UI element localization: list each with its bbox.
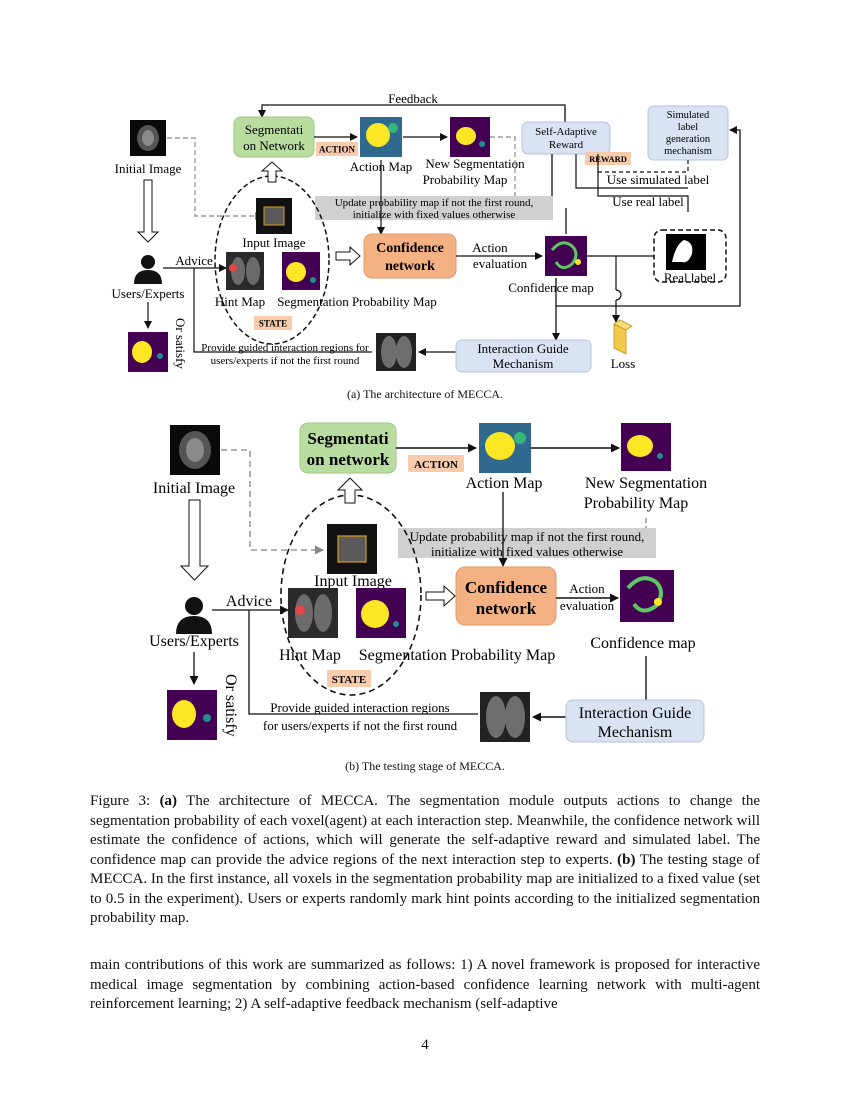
- svg-text:Confidence map: Confidence map: [508, 280, 594, 295]
- svg-text:Segmentati: Segmentati: [307, 429, 388, 448]
- feedback-label: Feedback: [388, 91, 438, 106]
- svg-text:New Segmentation: New Segmentation: [585, 475, 707, 492]
- svg-text:STATE: STATE: [259, 319, 287, 329]
- svg-text:STATE: STATE: [332, 674, 366, 686]
- svg-text:Use real label: Use real label: [612, 194, 684, 209]
- svg-text:Action: Action: [569, 581, 605, 596]
- action-tag: [316, 142, 358, 156]
- svg-text:Or satisfy: Or satisfy: [173, 318, 188, 369]
- svg-text:initialize with fixed values o: initialize with fixed values otherwise: [353, 209, 516, 221]
- hollow-down-arrow-b: [179, 499, 210, 581]
- self-adaptive-reward-box: [521, 121, 611, 155]
- svg-text:Advice: Advice: [226, 593, 272, 610]
- hollow-right-arrow-b: [425, 584, 456, 608]
- svg-text:REWARD: REWARD: [589, 154, 627, 164]
- svg-text:Probability Map: Probability Map: [423, 172, 508, 187]
- user-icon-b: [185, 597, 203, 615]
- reward-tag: [585, 152, 631, 165]
- svg-text:network: network: [385, 259, 435, 274]
- svg-text:Mechanism: Mechanism: [598, 724, 673, 741]
- state-ellipse: [214, 175, 330, 345]
- svg-text:ACTION: ACTION: [414, 459, 458, 471]
- svg-text:ACTION: ACTION: [319, 145, 356, 155]
- svg-text:Interaction Guide: Interaction Guide: [579, 705, 691, 722]
- feedback-arrow: [258, 104, 566, 122]
- hollow-up-arrow: [260, 161, 284, 183]
- svg-text:Probability Map: Probability Map: [584, 495, 688, 512]
- figure-b: Initial Image Segmentati on network ACTI…: [149, 422, 707, 743]
- svg-text:initialize with fixed values o: initialize with fixed values otherwise: [431, 544, 623, 559]
- svg-text:Loss: Loss: [611, 356, 636, 371]
- user-icon: [141, 255, 155, 269]
- svg-text:Simulated: Simulated: [667, 110, 710, 121]
- svg-text:Confidence: Confidence: [465, 578, 548, 597]
- svg-text:Real label: Real label: [664, 270, 717, 285]
- svg-text:Or satisfy: Or satisfy: [222, 674, 239, 737]
- svg-text:Confidence: Confidence: [376, 241, 444, 256]
- svg-text:Action: Action: [472, 240, 508, 255]
- body-paragraph: main contributions of this work are summ…: [90, 957, 760, 1012]
- svg-text:Update probability map if not: Update probability map if not the first …: [335, 197, 534, 209]
- svg-text:Initial Image: Initial Image: [153, 480, 235, 497]
- real-label-box: [653, 229, 727, 283]
- caption-b: (b) The testing stage of MECCA.: [345, 759, 505, 773]
- hollow-up-arrow-b: [336, 477, 364, 504]
- svg-text:Hint Map: Hint Map: [279, 647, 341, 664]
- svg-text:Action Map: Action Map: [466, 475, 543, 492]
- svg-text:evaluation: evaluation: [473, 256, 528, 271]
- svg-text:Reward: Reward: [549, 139, 584, 151]
- svg-text:Mechanism: Mechanism: [493, 356, 554, 371]
- svg-text:evaluation: evaluation: [560, 598, 615, 613]
- update-band: [315, 196, 553, 220]
- svg-text:Input Image: Input Image: [314, 573, 392, 590]
- update-band-b: [398, 528, 656, 558]
- svg-text:Provide guided interaction reg: Provide guided interaction regions for: [201, 342, 369, 354]
- svg-text:on network: on network: [307, 450, 390, 469]
- interaction-guide-box-b: [565, 699, 705, 743]
- state-tag: [254, 316, 292, 330]
- svg-text:Update probability map if not: Update probability map if not the first …: [410, 529, 645, 544]
- figure-caption: Figure 3: (a) The architecture of MECCA.…: [90, 793, 760, 926]
- svg-text:on Network: on Network: [243, 138, 305, 153]
- hollow-down-arrow: [136, 179, 160, 243]
- svg-text:label: label: [678, 122, 698, 133]
- caption-a: (a) The architecture of MECCA.: [346, 387, 504, 401]
- svg-text:Self-Adaptive: Self-Adaptive: [535, 126, 597, 138]
- interaction-guide-box: [455, 339, 592, 373]
- svg-text:New Segmentation: New Segmentation: [425, 156, 525, 171]
- svg-text:for users/experts if not the f: for users/experts if not the first round: [263, 718, 458, 733]
- page-number: 4: [421, 1037, 429, 1053]
- svg-text:Users/Experts: Users/Experts: [149, 633, 239, 650]
- svg-text:mechanism: mechanism: [664, 146, 712, 157]
- svg-text:Advice: Advice: [175, 253, 213, 268]
- svg-text:Hint Map: Hint Map: [215, 294, 265, 309]
- svg-text:Segmentation Probability Map: Segmentation Probability Map: [359, 647, 555, 664]
- svg-text:Segmentati: Segmentati: [245, 122, 304, 137]
- svg-text:Interaction Guide: Interaction Guide: [477, 341, 569, 356]
- svg-text:Confidence map: Confidence map: [590, 635, 695, 652]
- svg-text:users/experts if not the first: users/experts if not the first round: [211, 355, 360, 367]
- svg-text:Users/Experts: Users/Experts: [112, 286, 185, 301]
- svg-text:Input Image: Input Image: [242, 235, 305, 250]
- figure-a: Feedback Initial Image Segmentati on Net…: [112, 91, 741, 373]
- svg-text:Segmentation Probability Map: Segmentation Probability Map: [277, 294, 437, 309]
- svg-text:Use simulated label: Use simulated label: [607, 172, 710, 187]
- svg-text:network: network: [476, 599, 537, 618]
- confidence-network-box-b: [455, 566, 557, 626]
- state-tag-b: [327, 670, 371, 687]
- svg-text:generation: generation: [666, 134, 711, 145]
- action-tag-b: [408, 455, 464, 472]
- hollow-right-arrow: [335, 245, 361, 267]
- initial-to-input-dashed: [167, 137, 263, 220]
- initial-image-label: Initial Image: [115, 161, 182, 176]
- svg-text:Provide guided interaction reg: Provide guided interaction regions: [270, 700, 449, 715]
